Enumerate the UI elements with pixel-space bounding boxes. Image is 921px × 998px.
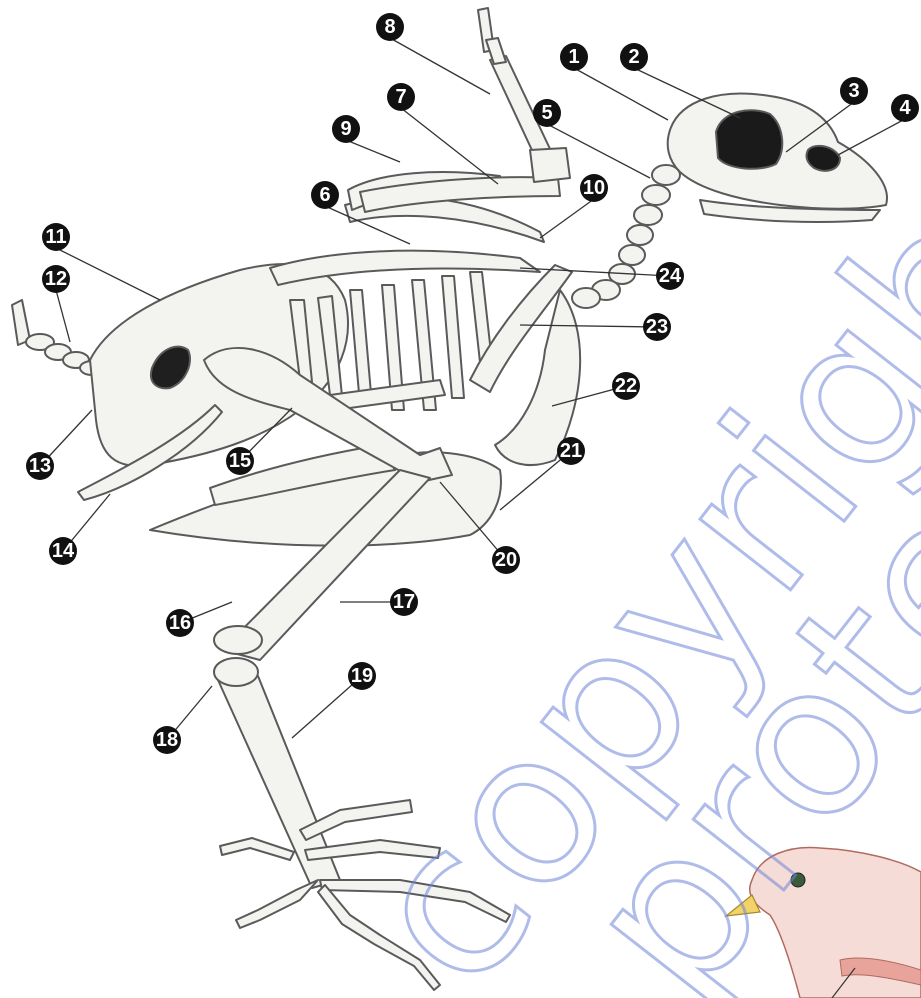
callout-14-label: 14 (52, 540, 75, 562)
callout-4-label: 4 (899, 97, 911, 119)
callout-19: 19 (348, 662, 376, 690)
callout-20-label: 20 (495, 549, 517, 571)
callout-8-label: 8 (384, 16, 395, 38)
callout-15: 15 (226, 447, 254, 475)
callout-18-label: 18 (156, 729, 178, 751)
callout-14: 14 (49, 537, 77, 565)
callout-3: 3 (840, 77, 868, 105)
callout-6: 6 (311, 181, 339, 209)
callout-6-label: 6 (319, 184, 330, 206)
callout-22: 22 (612, 372, 640, 400)
orbit (716, 110, 782, 169)
callout-10: 10 (580, 174, 608, 202)
callout-12-label: 12 (45, 268, 67, 290)
callout-2-label: 2 (628, 46, 639, 68)
wrist-joint (530, 148, 570, 182)
callout-24: 24 (656, 262, 684, 290)
callout-10-label: 10 (583, 177, 605, 199)
callout-18: 18 (153, 726, 181, 754)
wing-digit-2 (486, 38, 506, 64)
knee-joint (214, 626, 262, 654)
callout-9: 9 (332, 115, 360, 143)
callout-15-label: 15 (229, 450, 251, 472)
callout-1-label: 1 (568, 46, 579, 68)
callout-20: 20 (492, 546, 520, 574)
callout-23-label: 23 (646, 316, 668, 338)
callout-17: 17 (390, 588, 418, 616)
callout-16-label: 16 (169, 612, 191, 634)
callout-21: 21 (557, 437, 585, 465)
callout-7: 7 (387, 83, 415, 111)
callout-3-label: 3 (848, 80, 859, 102)
callout-16: 16 (166, 609, 194, 637)
ankle-joint (214, 658, 258, 686)
callout-17-label: 17 (393, 591, 415, 613)
callout-2: 2 (620, 43, 648, 71)
callout-8: 8 (376, 13, 404, 41)
callout-5: 5 (533, 99, 561, 127)
callout-1: 1 (560, 43, 588, 71)
callout-24-label: 24 (659, 265, 682, 287)
callout-22-label: 22 (615, 375, 637, 397)
callout-11-label: 11 (45, 226, 66, 248)
callout-7-label: 7 (395, 86, 406, 108)
callout-11: 11 (42, 223, 70, 251)
callout-5-label: 5 (541, 102, 552, 124)
callout-12: 12 (42, 265, 70, 293)
callout-23: 23 (643, 313, 671, 341)
callout-13-label: 13 (29, 455, 51, 477)
callout-13: 13 (26, 452, 54, 480)
callout-19-label: 19 (351, 665, 373, 687)
callout-9-label: 9 (340, 118, 351, 140)
callout-21-label: 21 (560, 440, 582, 462)
